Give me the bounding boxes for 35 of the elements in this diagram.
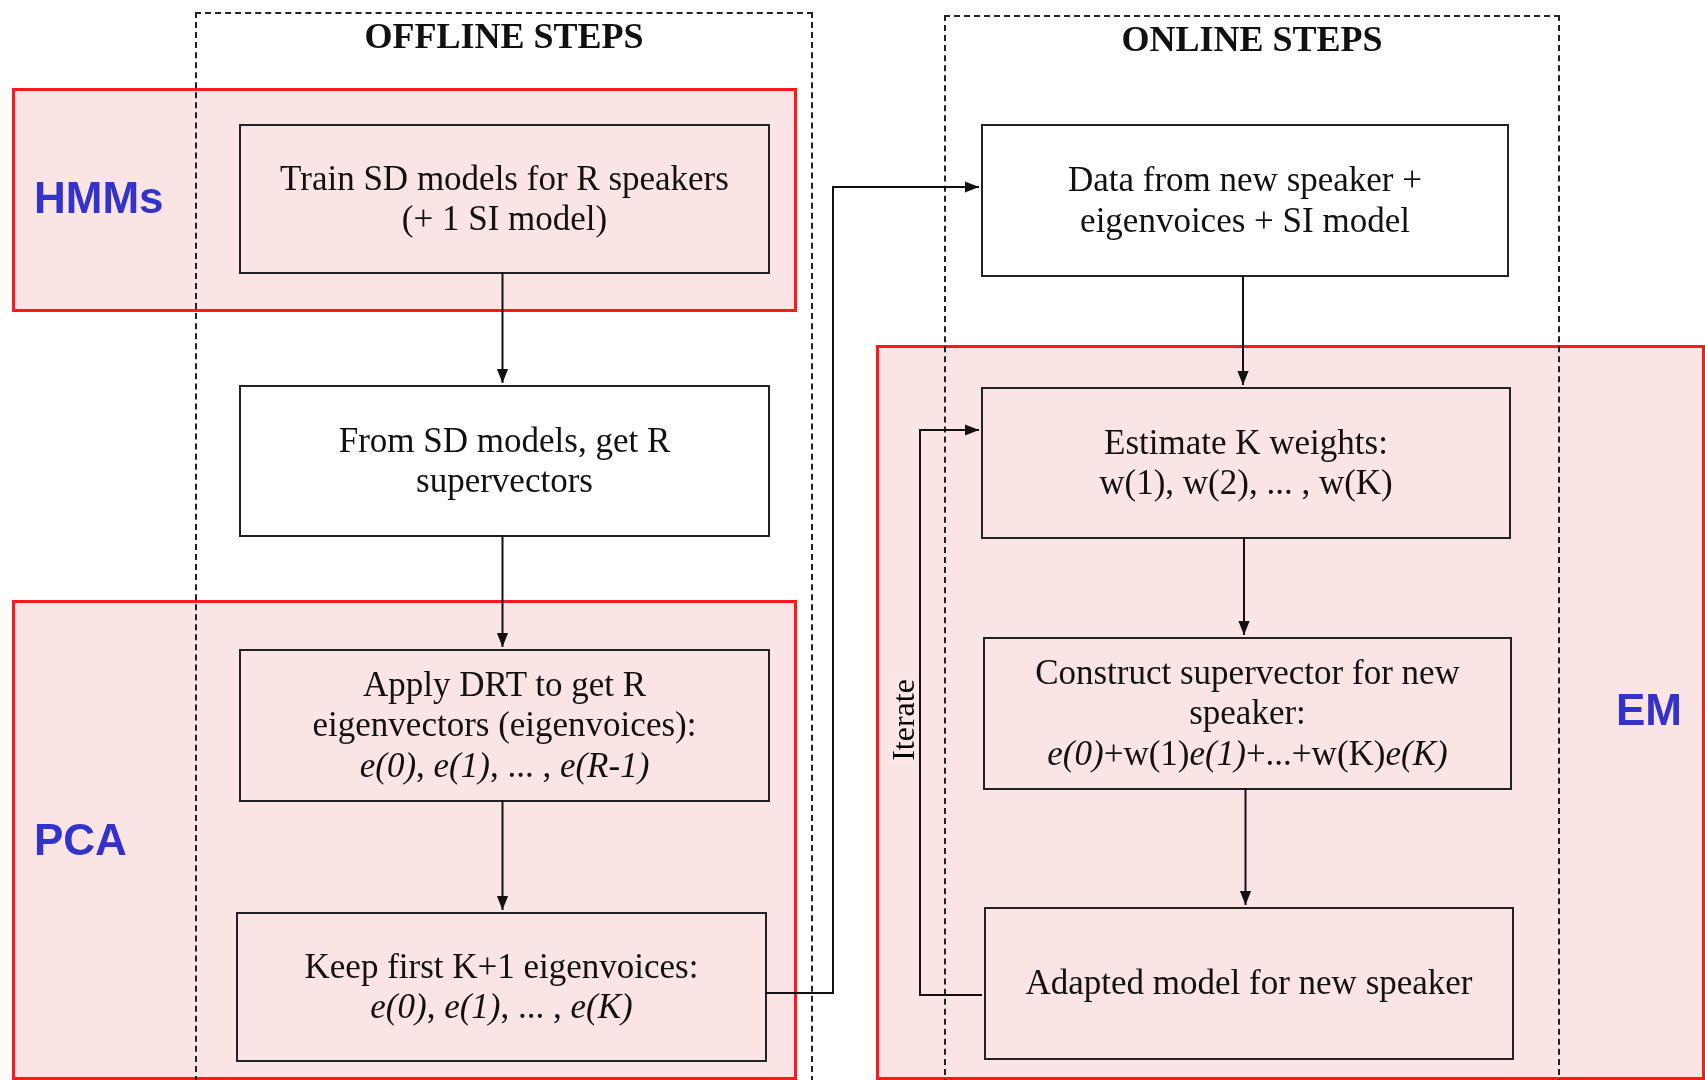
process-box — [236, 912, 767, 1062]
arrow — [496, 534, 509, 648]
box-text: Data from new speaker + eigenvoices + SI model — [1066, 160, 1423, 241]
process-box — [239, 649, 770, 802]
arrow — [496, 271, 509, 384]
region-label: EM — [1616, 688, 1682, 732]
arrow — [1238, 536, 1250, 636]
arrow — [1239, 787, 1252, 906]
region-label: PCA — [34, 818, 127, 862]
box-text: Keep first K+1 eigenvoices: — [304, 946, 699, 987]
arrow — [1237, 274, 1249, 386]
process-box — [981, 387, 1511, 539]
dashed-group-frame — [944, 15, 1560, 1080]
process-box — [239, 124, 770, 274]
box-text: Train SD models for R speakers (+ 1 SI model) — [279, 158, 730, 240]
process-box — [239, 385, 770, 537]
box-text: Apply DRT to get R eigenvectors (eigenvoices): — [311, 665, 698, 746]
group-heading: OFFLINE STEPS — [363, 18, 645, 54]
region-label: HMMs — [34, 176, 164, 220]
box-text: e(0), e(1), ... , e(K) — [370, 987, 633, 1028]
arrow — [764, 181, 980, 994]
box-text: From SD models, get R supervectors — [337, 420, 672, 502]
group-heading: ONLINE STEPS — [1120, 21, 1384, 57]
box-text: Estimate K weights: — [1104, 422, 1388, 463]
arrow — [919, 424, 983, 996]
arrow — [496, 799, 509, 911]
process-box — [983, 637, 1512, 790]
dashed-group-frame — [195, 12, 813, 1080]
process-box — [981, 124, 1509, 277]
box-text: e(0), e(1), ... , e(R-1) — [359, 745, 650, 786]
box-text: Construct supervector for new speaker: — [1034, 653, 1461, 734]
box-text: e(0)+w(1)e(1)+...+w(K)e(K) — [1047, 733, 1448, 774]
box-text: Adapted model for new speaker — [1025, 963, 1473, 1004]
box-text: w(1), w(2), ... , w(K) — [1099, 463, 1393, 504]
process-box — [984, 907, 1514, 1060]
